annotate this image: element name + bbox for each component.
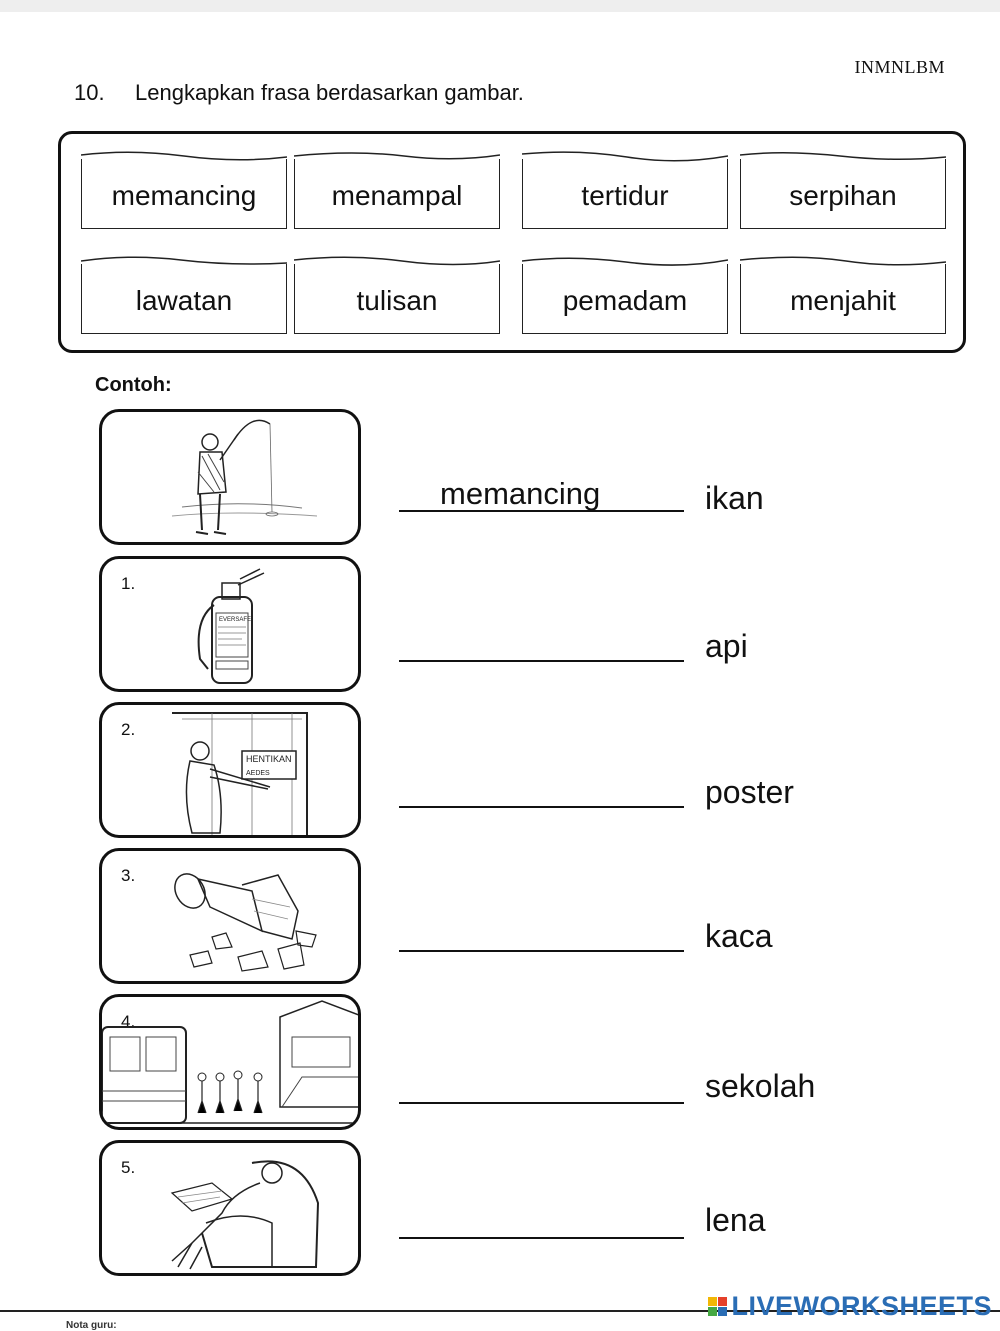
school-visit-bus-icon xyxy=(102,1000,358,1124)
word-card-label: lawatan xyxy=(135,284,233,316)
phrase-tail-4: sekolah xyxy=(705,1068,816,1104)
answer-line-example xyxy=(399,510,684,512)
word-card-label: tulisan xyxy=(356,284,438,316)
word-card-label: menampal xyxy=(331,179,463,211)
word-card-label: memancing xyxy=(111,179,257,211)
word-card-label: serpihan xyxy=(789,179,897,211)
picture-card-3: 3. xyxy=(99,848,361,984)
broken-glass-icon xyxy=(174,873,317,972)
brand-footer[interactable]: LIVEWORKSHEETS xyxy=(708,1291,992,1322)
man-sleeping-armchair-icon xyxy=(170,1160,320,1270)
example-answer: memancing xyxy=(440,476,601,511)
example-phrase-tail: ikan xyxy=(705,480,764,516)
answer-line-3[interactable] xyxy=(399,950,684,952)
teacher-note-label: Nota guru: xyxy=(66,1320,117,1331)
item-number: 1. xyxy=(121,574,136,593)
brand-name: LIVEWORKSHEETS xyxy=(731,1291,992,1321)
question-number: 10. xyxy=(74,80,105,105)
fire-extinguisher-icon: EVERSAFE xyxy=(197,568,265,684)
picture-card-example xyxy=(99,409,361,545)
item-number: 3. xyxy=(121,866,136,885)
phrase-tail-5: lena xyxy=(705,1202,766,1238)
word-card[interactable]: menjahit xyxy=(739,256,946,334)
word-card[interactable]: pemadam xyxy=(521,257,728,334)
extinguisher-label: EVERSAFE xyxy=(219,617,251,623)
question-instruction: Lengkapkan frasa berdasarkan gambar. xyxy=(135,80,524,105)
svg-text:HENTIKAN: HENTIKAN xyxy=(246,754,292,764)
word-card[interactable]: lawatan xyxy=(80,256,287,334)
word-card[interactable]: menampal xyxy=(293,152,500,229)
answer-line-2[interactable] xyxy=(399,806,684,808)
fisherman-icon xyxy=(171,419,318,535)
word-card[interactable]: memancing xyxy=(80,151,287,229)
answer-line-4[interactable] xyxy=(399,1102,684,1104)
word-card-label: menjahit xyxy=(790,284,896,316)
answer-line-1[interactable] xyxy=(399,660,684,662)
worksheet-code: INMNLBM xyxy=(854,57,945,77)
picture-card-1: 1. EVERSAFE xyxy=(99,556,361,692)
liveworksheets-logo-icon xyxy=(708,1297,728,1316)
word-bank: memancing menampal tertidur serpihan law… xyxy=(58,131,966,353)
example-label: Contoh: xyxy=(95,374,172,396)
item-number: 2. xyxy=(121,720,136,739)
picture-card-5: 5. xyxy=(99,1140,361,1276)
phrase-tail-1: api xyxy=(705,628,748,664)
word-card[interactable]: tertidur xyxy=(521,151,728,229)
picture-card-2: 2. HENTIKAN AEDES xyxy=(99,702,361,838)
svg-text:AEDES: AEDES xyxy=(246,770,270,777)
word-card[interactable]: tulisan xyxy=(293,256,500,334)
word-card-label: pemadam xyxy=(562,284,688,316)
picture-card-4: 4. xyxy=(99,994,361,1130)
phrase-tail-3: kaca xyxy=(705,918,773,954)
answer-line-5[interactable] xyxy=(399,1237,684,1239)
phrase-tail-2: poster xyxy=(705,774,794,810)
top-bar xyxy=(0,0,1000,12)
item-number: 5. xyxy=(121,1158,136,1177)
word-card-label: tertidur xyxy=(581,179,669,211)
footer-divider xyxy=(0,1310,1000,1312)
man-sticking-poster-icon: HENTIKAN AEDES xyxy=(172,712,308,835)
word-card[interactable]: serpihan xyxy=(739,151,946,229)
